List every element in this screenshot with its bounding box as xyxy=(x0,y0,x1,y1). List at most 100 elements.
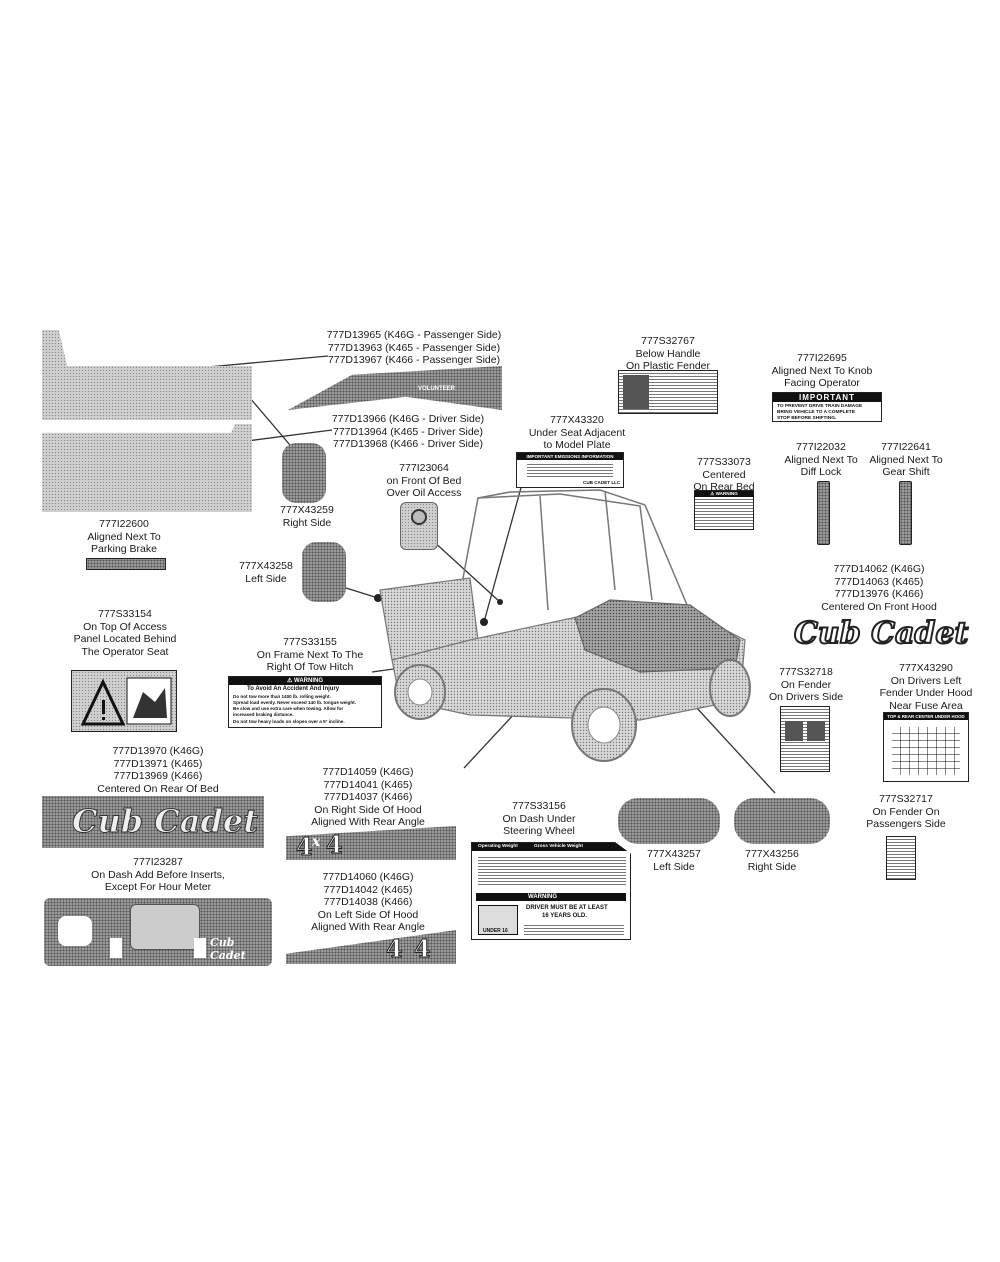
callout-line: Near Fuse Area xyxy=(889,699,963,712)
below-handle-warning-decal xyxy=(618,370,718,414)
callout-front-hood: 777D14062 (K46G) 777D14063 (K465) 777D13… xyxy=(814,563,944,613)
callout-line: 777D13967 (K466 - Passenger Side) xyxy=(327,354,501,367)
passengers-side-fender-decal xyxy=(886,836,916,880)
rear-bed-warning-header: ⚠ WARNING xyxy=(695,491,753,497)
callout-fender-driver: 777D13966 (K46G - Driver Side) 777D13964… xyxy=(328,413,488,451)
brand-logo-dash: Cub Cadet xyxy=(210,936,246,962)
callout-hood-right: 777D14059 (K46G) 777D14041 (K465) 777D14… xyxy=(300,766,436,829)
age-body xyxy=(524,923,624,935)
callout-line: 777D13969 (K466) xyxy=(113,770,203,783)
callout-line: On Fender On xyxy=(872,805,940,818)
callout-right-side-panel: 777X43256 Right Side xyxy=(732,848,812,873)
brand-logo-rear: Cub Cadet xyxy=(72,802,259,841)
four-text: 4 xyxy=(414,934,432,964)
callout-line: Except For Hour Meter xyxy=(104,881,212,894)
important-line: TO PREVENT DRIVE TRAIN DAMAGE xyxy=(777,404,863,409)
oil-access-decal xyxy=(400,502,438,550)
callout-line: 777D13976 (K466) xyxy=(834,588,924,601)
callout-line: Centered xyxy=(702,468,746,481)
callout-line: Left Side xyxy=(653,860,695,873)
front-hood-brand-decal: Cub Cadet xyxy=(788,615,974,654)
callout-line: on Front Of Bed xyxy=(386,474,462,487)
decal-icon-block xyxy=(623,375,649,409)
emissions-title: IMPORTANT EMISSIONS INFORMATION xyxy=(517,453,623,460)
leader-dot xyxy=(497,599,503,605)
callout-diff-lock: 777I22032 Aligned Next To Diff Lock xyxy=(776,441,866,479)
dash-slot xyxy=(194,938,206,958)
callout-line: 777X43320 xyxy=(550,414,604,426)
callout-line: Right Side xyxy=(747,860,797,873)
callout-line: On Plastic Fender xyxy=(625,360,711,373)
callout-line: 777X43290 xyxy=(899,662,953,674)
callout-line: 777D14037 (K466) xyxy=(323,791,413,804)
rear-bed-warning-decal: ⚠ WARNING xyxy=(694,490,754,530)
callout-line: 777D13971 (K465) xyxy=(113,757,203,770)
callout-line: 777I22600 xyxy=(99,518,149,530)
callout-line: 777D14059 (K46G) xyxy=(322,766,414,778)
callout-line: On Right Side Of Hood xyxy=(314,803,422,816)
callout-line: 777X43257 xyxy=(647,848,701,860)
fuse-area-decal: TOP & REAR CENTER UNDER HOOD xyxy=(883,712,969,782)
callout-line: 777D13970 (K46G) xyxy=(112,745,204,757)
callout-line: 777D13968 (K466 - Driver Side) xyxy=(333,438,483,451)
x-text: x xyxy=(312,834,321,850)
callout-line: to Model Plate xyxy=(543,439,611,452)
leader-dot xyxy=(480,618,488,626)
important-title: IMPORTANT xyxy=(773,393,881,402)
callout-line: On Frame Next To The xyxy=(256,648,364,661)
callout-line: 777I22641 xyxy=(881,441,931,453)
callout-line: Aligned With Rear Angle xyxy=(311,816,425,829)
tow-line: Do not tow more than 1400 lb. rolling we… xyxy=(233,694,331,699)
age-line: 16 YEARS OLD. xyxy=(542,913,587,919)
callout-right-side-mirror: 777X43259 Right Side xyxy=(262,504,352,529)
callout-dash: 777I23287 On Dash Add Before Inserts, Ex… xyxy=(80,856,236,894)
gross-weight-label: Gross Vehicle Weight xyxy=(534,844,583,849)
callout-line: Passengers Side xyxy=(866,818,946,831)
emissions-body xyxy=(527,462,613,478)
callout-hood-left: 777D14060 (K46G) 777D14042 (K465) 777D14… xyxy=(300,871,436,934)
dash-decal: Cub Cadet xyxy=(44,898,272,966)
callout-front-bed: 777I23064 on Front Of Bed Over Oil Acces… xyxy=(372,462,476,500)
emissions-footer: CUB CADET LLC xyxy=(583,480,621,485)
callout-line: Left Side xyxy=(245,572,287,585)
warning-text: WARNING xyxy=(294,678,324,684)
fuse-grid xyxy=(892,727,960,775)
callout-line: Below Handle xyxy=(635,347,701,360)
decal-icon-block xyxy=(785,721,803,741)
warning-header: ⚠ WARNING xyxy=(229,677,381,685)
callout-line: 777S33154 xyxy=(98,608,152,620)
callout-line: On Dash Add Before Inserts, xyxy=(91,868,225,881)
dash-cutout xyxy=(58,916,92,946)
callout-knob: 777I22695 Aligned Next To Knob Facing Op… xyxy=(762,352,882,390)
oil-icon xyxy=(411,509,427,525)
emissions-decal: IMPORTANT EMISSIONS INFORMATION CUB CADE… xyxy=(516,452,624,488)
callout-line: 777I23064 xyxy=(399,462,449,474)
mirror-decal-right xyxy=(282,443,326,503)
mirror-decal-left xyxy=(302,542,346,602)
callout-line: 777D14060 (K46G) xyxy=(322,871,414,883)
callout-line: Steering Wheel xyxy=(503,825,575,838)
callout-line: 777I22695 xyxy=(797,352,847,364)
callout-line: 777I23287 xyxy=(133,856,183,868)
callout-passengers-side: 777S32717 On Fender On Passengers Side xyxy=(856,793,956,831)
callout-line: 777D14063 (K465) xyxy=(834,575,924,588)
tow-title: To Avoid An Accident And Injury xyxy=(247,686,340,692)
callout-steering-wheel: 777S33156 On Dash Under Steering Wheel xyxy=(484,800,594,838)
callout-line: 777D14041 (K465) xyxy=(323,778,413,791)
callout-line: 777I22032 xyxy=(796,441,846,453)
callout-line: Under Seat Adjacent xyxy=(528,426,626,439)
tow-line: Do not tow heavy loads on slopes over a … xyxy=(233,719,345,724)
side-panel-right-decal xyxy=(734,798,830,844)
warning-text: WARNING xyxy=(715,491,738,496)
leader-mirror-left xyxy=(345,587,379,599)
callout-drivers-side: 777S32718 On Fender On Drivers Side xyxy=(760,666,852,704)
callout-line: Parking Brake xyxy=(91,543,157,556)
callout-line: On Dash Under xyxy=(502,812,576,825)
callout-line: Facing Operator xyxy=(784,377,860,390)
access-panel-decal xyxy=(71,670,177,732)
callout-line: 777S33156 xyxy=(512,800,566,812)
leader-emissions xyxy=(483,483,523,623)
callout-line: 777D13964 (K465 - Driver Side) xyxy=(333,425,483,438)
callout-access-panel: 777S33154 On Top Of Access Panel Located… xyxy=(60,608,190,658)
